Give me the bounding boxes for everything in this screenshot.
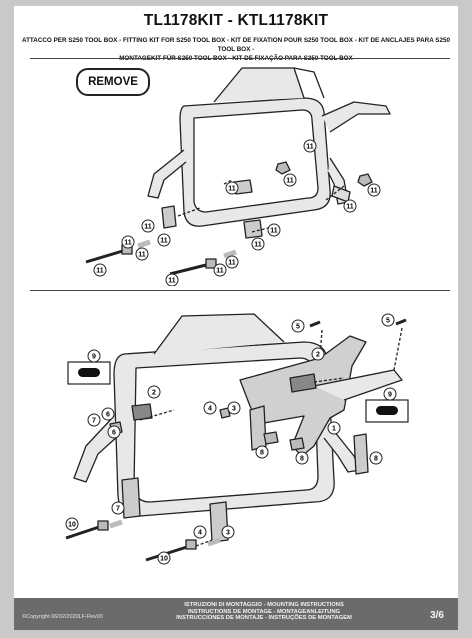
callout-11: 11: [283, 173, 297, 187]
page-footer: ©Copyright 06/02/2020LF-Rev00 ISTRUZIONI…: [14, 598, 458, 630]
svg-text:6: 6: [112, 430, 116, 437]
callout-8: 8: [255, 445, 269, 459]
callout-4: 4: [193, 525, 207, 539]
callout-8: 8: [369, 451, 383, 465]
callout-8: 8: [295, 451, 309, 465]
callout-10: 10: [65, 517, 79, 531]
callout-10: 10: [157, 551, 171, 565]
callout-11: 11: [367, 183, 381, 197]
svg-text:11: 11: [228, 186, 236, 193]
callout-11: 11: [225, 255, 239, 269]
callout-7: 7: [87, 413, 101, 427]
callout-5: 5: [381, 313, 395, 327]
svg-text:9: 9: [92, 354, 96, 361]
callout-6: 6: [107, 425, 121, 439]
callout-11: 11: [343, 199, 357, 213]
callout-11: 11: [121, 235, 135, 249]
svg-text:7: 7: [92, 418, 96, 425]
svg-text:7: 7: [116, 506, 120, 513]
svg-text:8: 8: [374, 456, 378, 463]
svg-text:11: 11: [306, 144, 314, 151]
svg-text:11: 11: [286, 178, 294, 185]
callout-11: 11: [157, 233, 171, 247]
svg-text:3: 3: [232, 406, 236, 413]
svg-text:9: 9: [388, 392, 392, 399]
svg-text:11: 11: [216, 268, 224, 275]
callout-11: 11: [165, 273, 179, 286]
svg-text:11: 11: [160, 238, 168, 245]
svg-text:5: 5: [296, 324, 300, 331]
remove-label: REMOVE: [76, 68, 150, 96]
svg-text:8: 8: [300, 456, 304, 463]
svg-text:11: 11: [254, 242, 262, 249]
svg-text:1: 1: [332, 426, 336, 433]
svg-text:2: 2: [316, 352, 320, 359]
bottom-assembly-diagram: 9 2 7 6 5 2 5 9 1 4 3 8 8 8 6 7 10 4 3 1…: [65, 313, 409, 565]
svg-text:5: 5: [386, 318, 390, 325]
svg-text:2: 2: [152, 390, 156, 397]
callout-11: 11: [267, 223, 281, 237]
svg-text:4: 4: [208, 406, 212, 413]
instruction-page: TL1178KIT - KTL1178KIT ATTACCO PER S250 …: [14, 6, 458, 630]
page-number: 3/6: [430, 610, 444, 621]
instructions-line: INSTRUCCIONES DE MONTAJE - INSTRUÇÕES DE…: [176, 615, 352, 621]
callout-11: 11: [303, 139, 317, 153]
svg-text:8: 8: [260, 450, 264, 457]
svg-text:3: 3: [226, 530, 230, 537]
svg-text:11: 11: [168, 278, 176, 285]
svg-text:11: 11: [228, 260, 236, 267]
copyright-text: ©Copyright 06/02/2020LF-Rev00: [22, 614, 103, 620]
callout-3: 3: [221, 525, 235, 539]
svg-text:11: 11: [346, 204, 354, 211]
svg-text:10: 10: [68, 522, 76, 529]
page-title: TL1178KIT - KTL1178KIT: [143, 12, 329, 29]
instructions-heading: ISTRUZIONI DI MONTAGGIO - MOUNTING INSTR…: [144, 602, 384, 622]
part-9-label-box: [365, 399, 409, 423]
callout-11: 11: [135, 247, 149, 261]
svg-text:11: 11: [96, 268, 104, 275]
part-9-label-box: [67, 361, 111, 385]
callout-6: 6: [101, 407, 115, 421]
svg-text:4: 4: [198, 530, 202, 537]
callout-11: 11: [141, 219, 155, 233]
svg-text:11: 11: [124, 240, 132, 247]
callout-5: 5: [291, 319, 305, 333]
instructions-line: ISTRUZIONI DI MONTAGGIO - MOUNTING INSTR…: [184, 602, 344, 608]
callout-11: 11: [225, 181, 239, 195]
callout-2: 2: [311, 347, 325, 361]
svg-text:6: 6: [106, 412, 110, 419]
svg-text:10: 10: [160, 556, 168, 563]
svg-text:11: 11: [138, 252, 146, 259]
callout-2: 2: [147, 385, 161, 399]
callout-3: 3: [227, 401, 241, 415]
callout-1: 1: [327, 421, 341, 435]
callout-11: 11: [251, 237, 265, 251]
svg-text:11: 11: [270, 228, 278, 235]
callout-11: 11: [93, 263, 107, 277]
callout-9: 9: [87, 349, 101, 363]
header-divider: [30, 58, 450, 59]
section-divider: [30, 290, 450, 291]
top-assembly-diagram: 11 11 11 11 11 11 11 11 11 11 11 11 11 1…: [85, 67, 391, 286]
subtitle-line-1: ATTACCO PER S250 TOOL BOX - FITTING KIT …: [21, 37, 451, 53]
instructions-line: INSTRUCTIONS DE MONTAGE - MONTAGEANLEITU…: [187, 608, 341, 615]
callout-4: 4: [203, 401, 217, 415]
svg-text:11: 11: [144, 224, 152, 231]
callout-9: 9: [383, 387, 397, 401]
callout-7: 7: [111, 501, 125, 515]
svg-text:11: 11: [370, 188, 378, 195]
callout-11: 11: [213, 263, 227, 277]
